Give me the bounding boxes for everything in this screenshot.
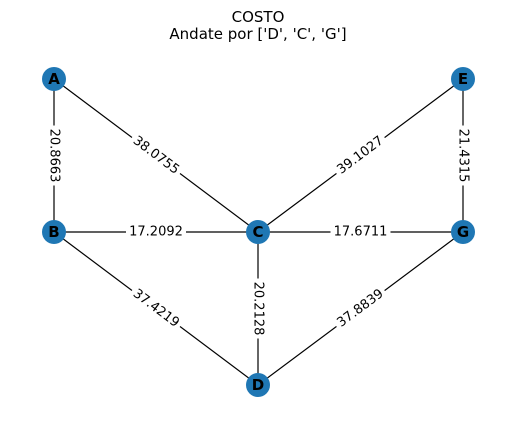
edge-label-background <box>126 223 186 241</box>
edge-weight-label: 17.2092 <box>129 225 183 240</box>
diagram-title: COSTO <box>232 8 285 26</box>
node-G: G <box>451 220 475 244</box>
edge-label-group: 20.8663 <box>45 125 63 186</box>
node-D: D <box>246 373 270 397</box>
edge-weight-label: 37.8839 <box>334 286 386 330</box>
node-circle <box>451 220 475 244</box>
edge-B-D: 37.4219 <box>53 231 259 386</box>
edge-C-G: 17.6711 <box>258 223 463 241</box>
edge-E-G: 21.4315 <box>454 79 472 232</box>
edge-B-C: 17.2092 <box>54 223 258 241</box>
nodes-layer: A E B C G D <box>42 67 475 397</box>
node-E: E <box>451 67 475 91</box>
node-A: A <box>42 67 66 91</box>
edge-label-group: 39.1027 <box>331 130 390 181</box>
edge-weight-label: 38.0755 <box>130 133 182 177</box>
diagram-subtitle: Andate por ['D', 'C', 'G'] <box>169 25 346 43</box>
edge-label-background <box>45 125 63 186</box>
edge-label-background <box>249 278 267 339</box>
node-circle <box>42 220 66 244</box>
edge-label-group: 21.4315 <box>454 125 472 186</box>
node-circle <box>246 220 270 244</box>
node-circle <box>42 67 66 91</box>
edge-G-D: 37.8839 <box>257 231 464 386</box>
edge-weight-label: 20.2128 <box>251 282 266 336</box>
node-B: B <box>42 220 66 244</box>
edge-E-C: 39.1027 <box>257 78 464 233</box>
edge-label-group: 37.8839 <box>331 283 390 334</box>
edge-label-background <box>330 223 391 241</box>
edge-C-D: 20.2128 <box>249 232 267 385</box>
node-label: D <box>252 376 264 394</box>
node-label: A <box>48 70 60 88</box>
edge-label-group: 17.2092 <box>126 223 186 241</box>
edge-weight-label: 21.4315 <box>456 129 471 183</box>
edge-A-B: 20.8663 <box>45 79 63 232</box>
node-circle <box>246 373 270 397</box>
node-label: B <box>48 223 59 241</box>
node-C: C <box>246 220 270 244</box>
edge-weight-label: 20.8663 <box>47 129 62 183</box>
node-label: C <box>252 223 263 241</box>
node-circle <box>451 67 475 91</box>
edge-label-group: 38.0755 <box>126 130 186 181</box>
edge-label-background <box>126 130 186 181</box>
edge-label-background <box>126 283 186 334</box>
node-label: G <box>457 223 469 241</box>
edge-label-background <box>331 283 390 334</box>
edge-A-C: 38.0755 <box>53 78 259 233</box>
node-label: E <box>458 70 468 88</box>
edge-label-group: 37.4219 <box>126 283 186 334</box>
edge-weight-label: 37.4219 <box>130 286 182 330</box>
edge-label-background <box>454 125 472 186</box>
edge-label-group: 20.2128 <box>249 278 267 339</box>
edge-label-background <box>331 130 390 181</box>
edge-weight-label: 39.1027 <box>334 133 386 177</box>
edge-label-group: 17.6711 <box>330 223 391 241</box>
edge-weight-label: 17.6711 <box>334 225 388 240</box>
